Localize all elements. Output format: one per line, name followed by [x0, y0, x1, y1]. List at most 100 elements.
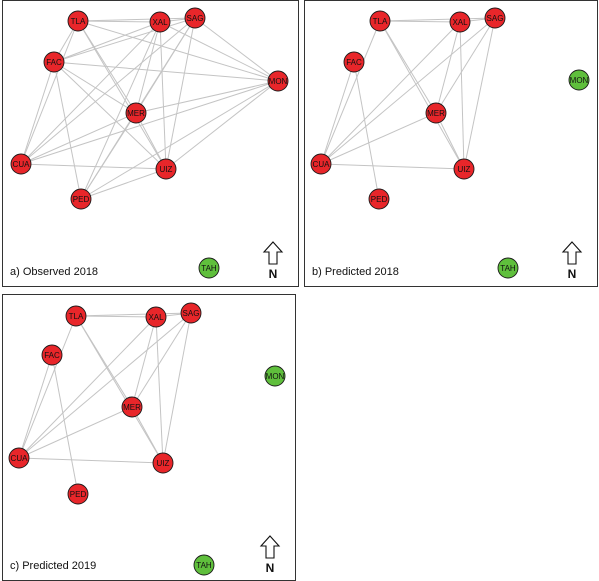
- node-mer: MER: [125, 102, 147, 124]
- node-sag: SAG: [180, 302, 202, 324]
- edge-sag-mer: [435, 17, 496, 114]
- node-label: XAL: [452, 18, 468, 27]
- edge-tla-mon: [77, 20, 279, 82]
- node-tah-circle: [193, 554, 215, 576]
- node-tah: TAH: [497, 257, 519, 279]
- node-label: TLA: [69, 312, 84, 321]
- edge-sag-mon: [194, 17, 279, 82]
- north-arrow-icon: [259, 535, 281, 559]
- node-label: CUA: [13, 160, 31, 169]
- node-label: PED: [73, 195, 90, 204]
- edge-sag-mer: [131, 312, 192, 408]
- edge-sag-uiz: [463, 17, 496, 170]
- edge-fac-ped: [353, 61, 380, 200]
- node-label: SAG: [187, 14, 204, 23]
- edge-xal-cua: [20, 21, 161, 165]
- north-arrow: N: [262, 241, 284, 281]
- node-tla-circle: [65, 305, 87, 327]
- edge-cua-uiz: [320, 163, 465, 170]
- panel-caption: a) Observed 2018: [10, 266, 98, 278]
- node-tla-circle: [369, 10, 391, 32]
- edge-mer-cua: [20, 112, 137, 165]
- node-ped-circle: [70, 188, 92, 210]
- node-label: TAH: [201, 264, 217, 273]
- edge-sag-cua: [20, 17, 196, 165]
- node-mon-circle: [267, 70, 289, 92]
- edge-fac-cua: [18, 354, 53, 459]
- node-mon: MON: [267, 70, 289, 92]
- edge-mer-uiz: [135, 112, 167, 170]
- edge-xal-mer: [135, 21, 161, 114]
- node-label: UIZ: [458, 165, 471, 174]
- node-label: TLA: [71, 17, 86, 26]
- edge-mon-uiz: [165, 80, 279, 170]
- node-label: CUA: [313, 160, 331, 169]
- node-label: MON: [266, 372, 285, 381]
- node-label: UIZ: [157, 459, 170, 468]
- node-layer: TLA XAL SAG FAC MON MER CUA UIZ PED TAH: [10, 7, 289, 279]
- node-label: SAG: [183, 309, 200, 318]
- node-sag-circle: [484, 7, 506, 29]
- node-mon-circle: [264, 365, 286, 387]
- edge-fac-uiz: [53, 61, 167, 170]
- edge-xal-mon: [159, 21, 279, 82]
- node-label: CUA: [11, 454, 29, 463]
- edge-tla-cua: [20, 20, 79, 165]
- node-label: MON: [269, 77, 288, 86]
- node-fac: FAC: [43, 51, 65, 73]
- node-label: XAL: [152, 18, 168, 27]
- edge-tla-xal: [379, 20, 461, 23]
- edge-layer: [18, 312, 192, 495]
- node-cua: CUA: [310, 153, 332, 175]
- node-sag-circle: [184, 7, 206, 29]
- node-mer: MER: [425, 102, 447, 124]
- node-tla-circle: [67, 10, 89, 32]
- node-uiz-circle: [155, 158, 177, 180]
- node-mer: MER: [121, 396, 143, 418]
- edge-mer-ped: [80, 112, 137, 200]
- north-arrow: N: [259, 535, 281, 575]
- edge-mon-ped: [80, 80, 279, 200]
- edge-sag-cua: [18, 312, 192, 459]
- node-fac-circle: [41, 344, 63, 366]
- node-sag: SAG: [184, 7, 206, 29]
- node-label: UIZ: [160, 165, 173, 174]
- node-label: SAG: [487, 14, 504, 23]
- node-uiz: UIZ: [155, 158, 177, 180]
- node-tah-circle: [497, 257, 519, 279]
- node-tah: TAH: [193, 554, 215, 576]
- edge-sag-fac: [53, 17, 196, 63]
- edge-mer-mon: [135, 80, 279, 114]
- node-mer-circle: [425, 102, 447, 124]
- panel-a: TLA XAL SAG FAC MON MER CUA UIZ PED TAH a) Observe…: [2, 0, 299, 287]
- node-xal-circle: [145, 306, 167, 328]
- edge-sag-uiz: [165, 17, 196, 170]
- north-label: N: [269, 267, 278, 281]
- edge-tla-sag: [75, 312, 192, 317]
- node-xal-circle: [149, 11, 171, 33]
- edge-fac-cua: [320, 61, 355, 165]
- node-label: TLA: [373, 17, 388, 26]
- node-uiz-circle: [453, 158, 475, 180]
- edge-xal-mer: [435, 21, 461, 114]
- node-tla: TLA: [369, 10, 391, 32]
- panel-caption: c) Predicted 2019: [10, 560, 96, 572]
- node-xal: XAL: [149, 11, 171, 33]
- node-label: TAH: [500, 264, 516, 273]
- node-tah-circle: [198, 257, 220, 279]
- node-cua-circle: [8, 447, 30, 469]
- north-arrow-icon: [262, 241, 284, 265]
- node-label: XAL: [148, 313, 164, 322]
- edge-tla-sag: [379, 17, 496, 22]
- edge-xal-ped: [80, 21, 161, 200]
- node-layer: TLA XAL SAG FAC MON MER CUA UIZ PED TAH: [310, 7, 590, 279]
- node-fac: FAC: [343, 51, 365, 73]
- node-label: MON: [570, 76, 589, 85]
- edge-mon-cua: [20, 80, 279, 165]
- node-label: FAC: [346, 58, 362, 67]
- node-uiz: UIZ: [152, 452, 174, 474]
- node-mon: MON: [264, 365, 286, 387]
- edge-fac-ped: [51, 354, 79, 495]
- edge-mer-uiz: [131, 406, 164, 464]
- node-label: PED: [371, 195, 388, 204]
